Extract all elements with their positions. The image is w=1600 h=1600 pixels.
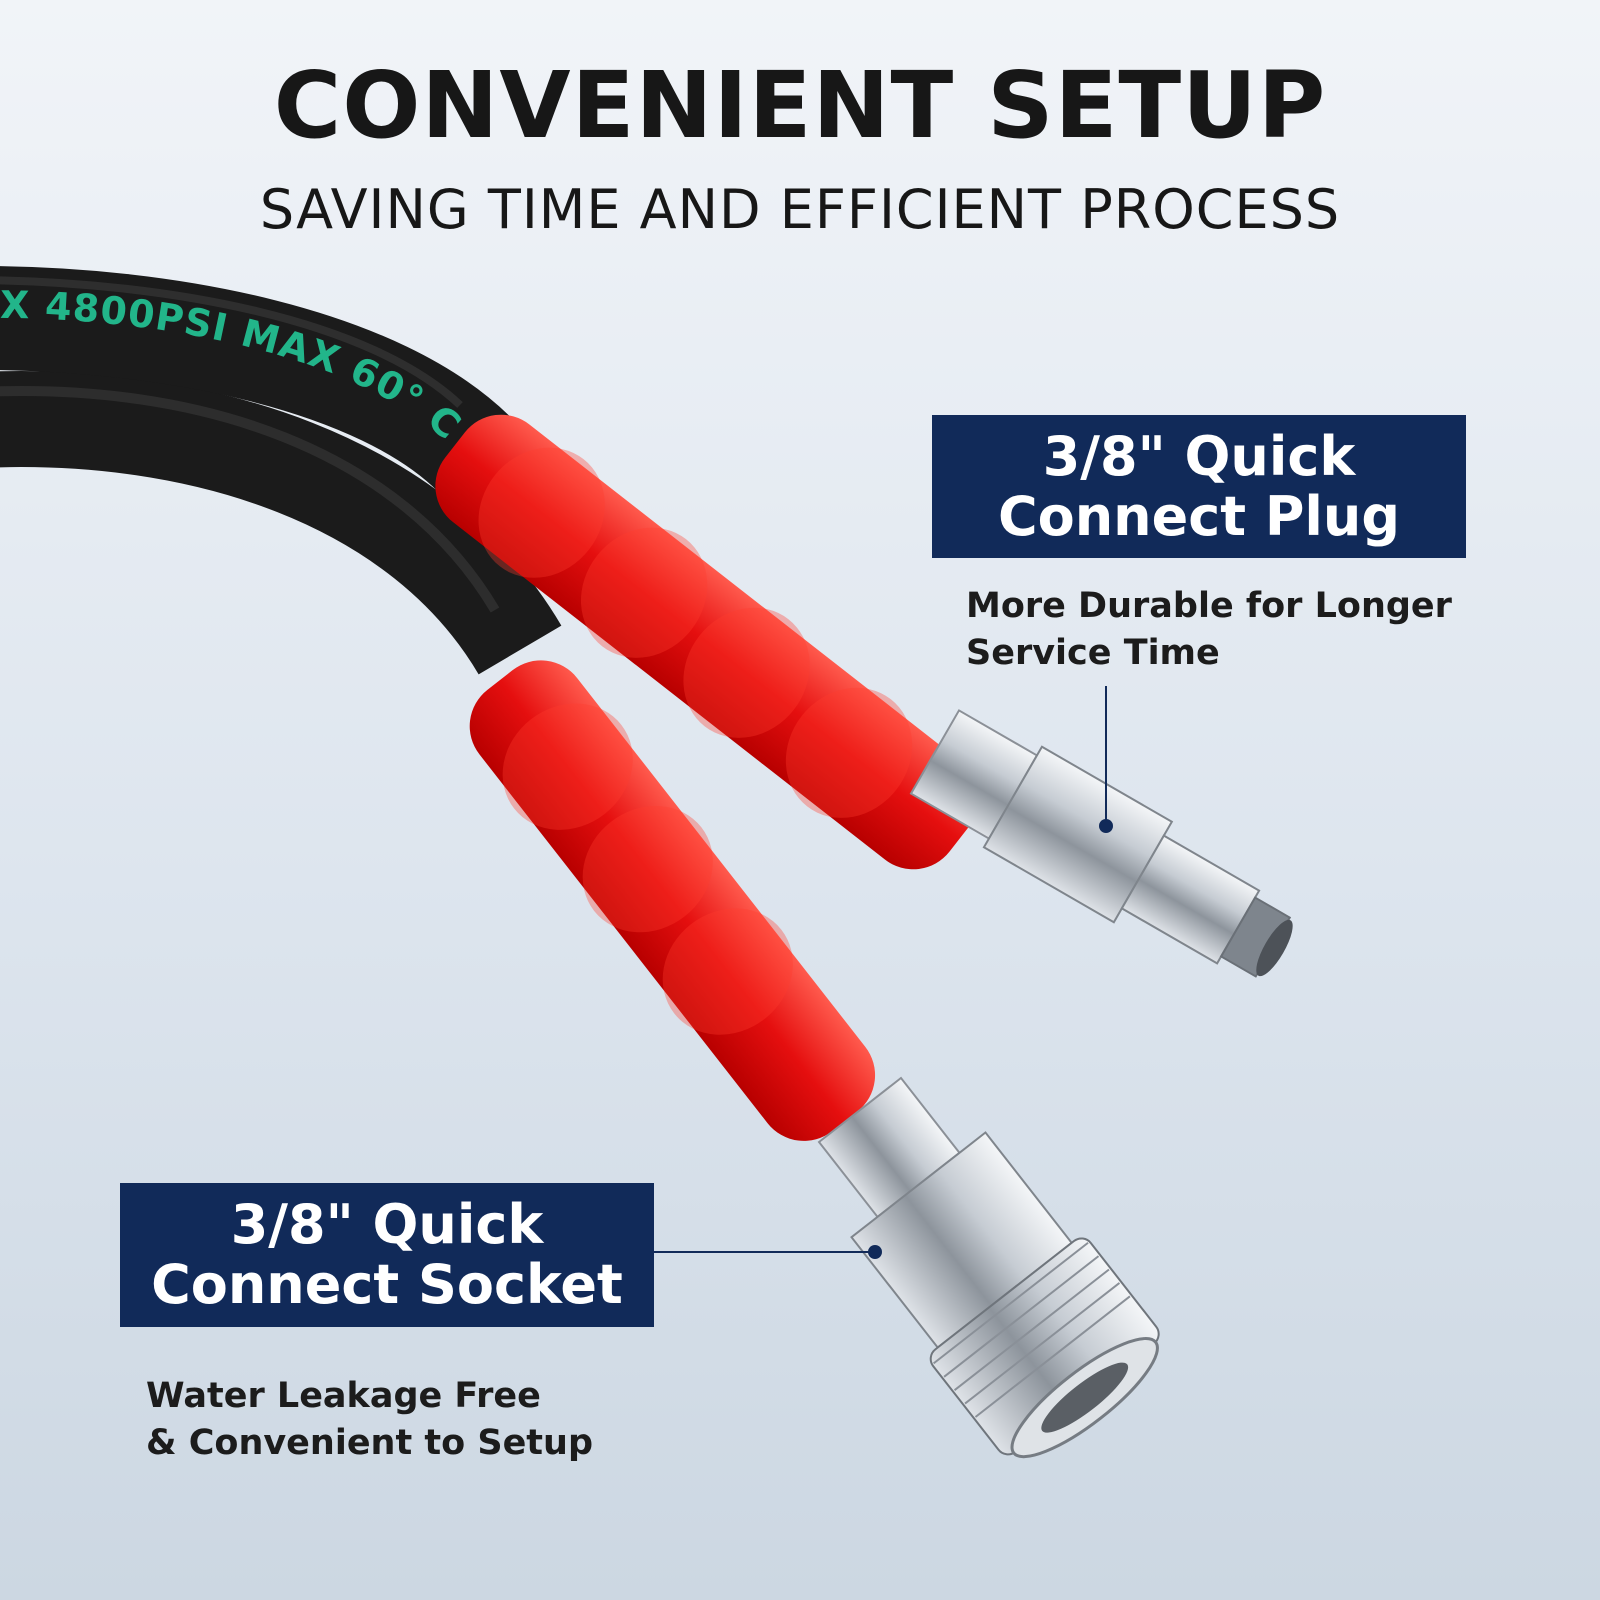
socket-leader-dot [868, 1245, 882, 1259]
plug-leader-dot [1099, 819, 1113, 833]
lower-red-sleeve [469, 660, 876, 1141]
quick-connect-socket [817, 1076, 1160, 1459]
upper-red-sleeve [435, 414, 979, 870]
lower-hose-highlight [0, 386, 500, 613]
socket-callout-description: Water Leakage Free & Convenient to Setup [146, 1373, 706, 1467]
page-title: CONVENIENT SETUP [273, 52, 1327, 159]
upper-hose [0, 266, 512, 493]
plug-desc-line2: Service Time [966, 633, 1220, 673]
plug-callout-description: More Durable for Longer Service Time [966, 583, 1486, 677]
upper-hose-highlight [0, 276, 463, 408]
page-subtitle: SAVING TIME AND EFFICIENT PROCESS [259, 178, 1341, 241]
socket-callout-box: 3/8" Quick Connect Socket [120, 1183, 654, 1327]
lower-hose [0, 371, 562, 676]
plug-callout-title-line1: 3/8" Quick [1042, 424, 1356, 488]
plug-callout-box: 3/8" Quick Connect Plug [932, 415, 1466, 558]
socket-callout-title-line1: 3/8" Quick [230, 1193, 544, 1256]
socket-desc-line2: & Convenient to Setup [146, 1423, 594, 1463]
plug-callout-title-line2: Connect Plug [997, 484, 1401, 548]
socket-desc-line1: Water Leakage Free [146, 1376, 541, 1416]
quick-connect-plug [909, 709, 1293, 978]
plug-desc-line1: More Durable for Longer [966, 586, 1452, 626]
socket-callout-title-line2: Connect Socket [151, 1253, 623, 1316]
